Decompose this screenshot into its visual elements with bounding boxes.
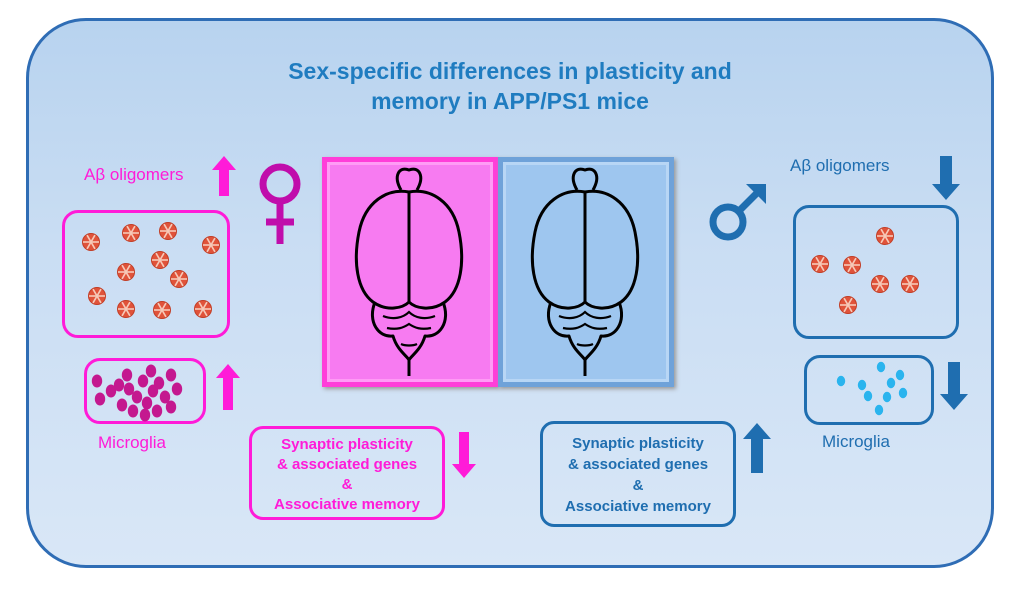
plaque-icon [194, 300, 212, 318]
plaque-icon [151, 251, 169, 269]
microglia-cell-icon [895, 369, 905, 381]
microglia-cell-icon [863, 390, 873, 402]
female-symbol-icon [259, 163, 301, 244]
plaque-icon [843, 256, 861, 274]
microglia-cell-icon [121, 368, 133, 382]
brain-icon [354, 167, 464, 376]
female-plaque-field [82, 222, 220, 319]
microglia-cell-icon [165, 368, 177, 382]
female-outcome-line2: & associated genes [276, 456, 418, 473]
microglia-cell-icon [882, 391, 892, 403]
microglia-cell-icon [91, 374, 103, 388]
male-brain-panel [498, 157, 674, 387]
down-arrow-icon [940, 362, 968, 410]
female-outcome-line4: Associative memory [274, 496, 420, 513]
microglia-cell-icon [141, 396, 153, 410]
up-arrow-icon [743, 423, 771, 473]
male-microglia-box [804, 355, 934, 425]
microglia-cell-icon [137, 374, 149, 388]
microglia-cell-icon [159, 390, 171, 404]
microglia-cell-icon [105, 384, 117, 398]
plaque-icon [82, 233, 100, 251]
down-arrow-icon [452, 432, 476, 478]
plaque-icon [122, 224, 140, 242]
brain-icon [530, 167, 640, 376]
female-plaque-box [62, 210, 230, 338]
plaque-icon [839, 296, 857, 314]
male-plaque-box [793, 205, 959, 339]
female-outcome-box: Synaptic plasticity & associated genes &… [249, 426, 445, 520]
plaque-icon [117, 263, 135, 281]
diagram-title-line1: Sex-specific differences in plasticity a… [288, 58, 732, 84]
male-abeta-label: Aβ oligomers [790, 156, 890, 175]
microglia-cell-icon [171, 382, 183, 396]
microglia-cell-icon [131, 390, 143, 404]
microglia-cell-icon [876, 361, 886, 373]
microglia-cell-icon [151, 404, 163, 418]
female-microglia-box [84, 358, 206, 424]
male-outcome-line4: Associative memory [565, 498, 711, 515]
microglia-cell-icon [898, 387, 908, 399]
male-microglia-label: Microglia [822, 432, 891, 451]
female-microglia-field [91, 364, 183, 422]
plaque-icon [901, 275, 919, 293]
up-arrow-icon [212, 156, 236, 196]
female-outcome-line3: & [341, 476, 353, 493]
microglia-cell-icon [123, 382, 135, 396]
male-outcome-box: Synaptic plasticity & associated genes &… [540, 421, 736, 527]
plaque-icon [202, 236, 220, 254]
microglia-cell-icon [113, 378, 125, 392]
microglia-cell-icon [886, 377, 896, 389]
plaque-icon [811, 255, 829, 273]
microglia-cell-icon [874, 404, 884, 416]
microglia-cell-icon [165, 400, 177, 414]
microglia-cell-icon [127, 404, 139, 418]
microglia-cell-icon [145, 364, 157, 378]
female-abeta-label: Aβ oligomers [84, 165, 184, 184]
plaque-icon [170, 270, 188, 288]
male-outcome-line3: & [632, 477, 644, 494]
diagram-title-line2: memory in APP/PS1 mice [371, 88, 649, 114]
female-brain-panel [322, 157, 498, 387]
plaque-icon [876, 227, 894, 245]
microglia-cell-icon [116, 398, 128, 412]
down-arrow-icon [932, 156, 960, 200]
microglia-cell-icon [94, 392, 106, 406]
plaque-icon [871, 275, 889, 293]
plaque-icon [88, 287, 106, 305]
up-arrow-icon [216, 364, 240, 410]
plaque-icon [159, 222, 177, 240]
male-plaque-field [811, 227, 919, 314]
microglia-cell-icon [857, 379, 867, 391]
female-outcome-line1: Synaptic plasticity [281, 436, 413, 453]
microglia-cell-icon [153, 376, 165, 390]
female-microglia-label: Microglia [98, 433, 167, 452]
male-outcome-line2: & associated genes [567, 456, 709, 473]
plaque-icon [153, 301, 171, 319]
microglia-cell-icon [139, 408, 151, 422]
male-microglia-field [836, 361, 908, 416]
microglia-cell-icon [836, 375, 846, 387]
male-symbol-icon [709, 184, 766, 241]
male-outcome-line1: Synaptic plasticity [572, 435, 704, 452]
plaque-icon [117, 300, 135, 318]
